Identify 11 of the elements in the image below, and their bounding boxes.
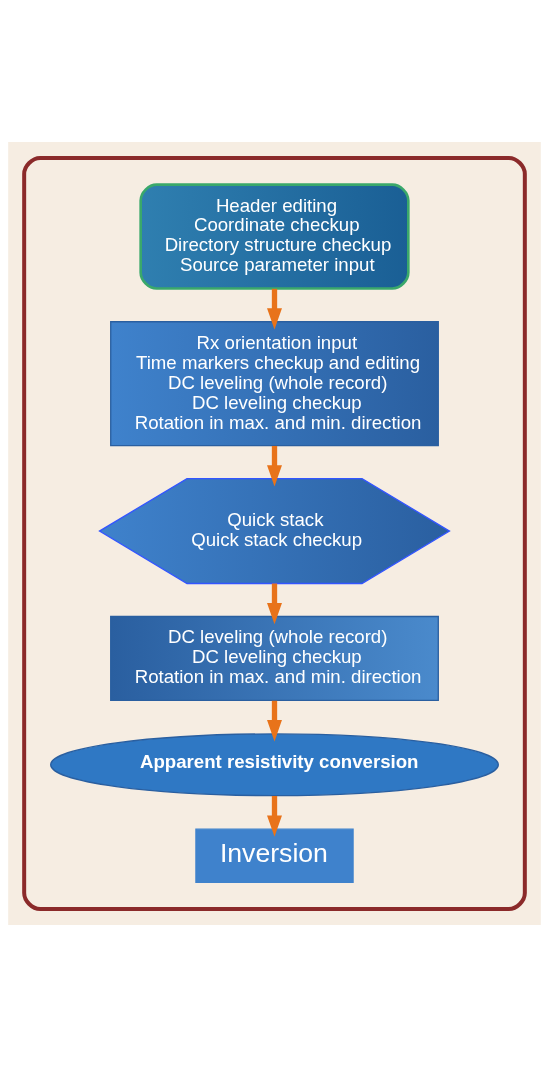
arrow [267, 288, 282, 330]
node-ellipse: Apparent resistivity conversion [50, 732, 499, 796]
node-box: DC leveling (whole record) DC leveling checkup Rotation in max. and min. direction [110, 615, 439, 701]
node-box: Header editing Coordinate checkup Directory structure checkup Source parameter input [139, 182, 410, 290]
node-box: Inversion [195, 827, 354, 883]
arrow [267, 795, 282, 837]
arrow [267, 445, 282, 486]
cluster [22, 155, 527, 911]
arrow [267, 583, 282, 624]
arrow [267, 700, 282, 741]
node-box: Rx orientation input Time markers checkup and editing DC leveling (whole record) DC leveling checkup Rotation in max. and min. direction [110, 320, 439, 446]
